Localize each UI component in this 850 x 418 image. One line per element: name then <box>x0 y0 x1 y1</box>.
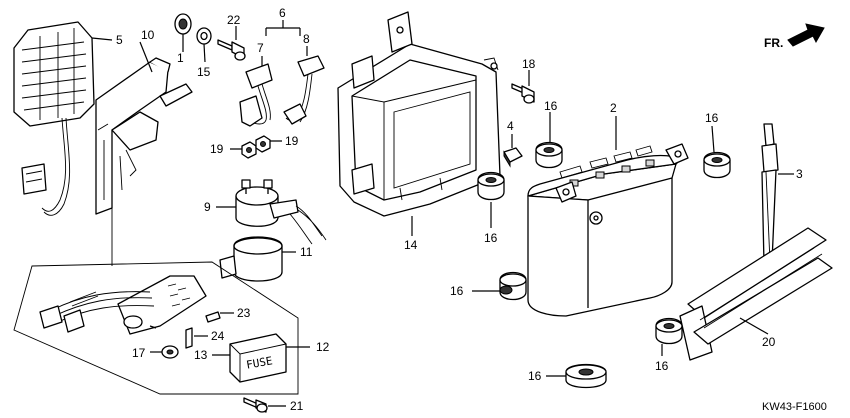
fuse-box-group <box>13 196 299 395</box>
callout-17: 17 <box>132 346 146 360</box>
callout-13: 13 <box>194 348 208 362</box>
front-direction-arrow: FR. <box>764 23 825 50</box>
callout-15: 15 <box>197 65 211 79</box>
callout-18: 18 <box>522 57 536 71</box>
cushion-4 <box>503 134 523 168</box>
grommet-16e <box>655 317 683 356</box>
callout-20: 20 <box>762 335 776 349</box>
direction-label: FR. <box>764 36 783 50</box>
grommet-16c <box>703 125 731 179</box>
callout-7: 7 <box>257 41 264 55</box>
callout-1: 1 <box>177 51 184 65</box>
grommet-16b <box>477 171 505 228</box>
nuts-19 <box>230 135 282 159</box>
battery <box>527 116 689 317</box>
callout-16c: 16 <box>705 111 719 125</box>
fuse-cover-text: FUSE <box>245 354 273 371</box>
battery-case <box>337 11 501 236</box>
starter-relay <box>216 179 327 245</box>
grommet-17 <box>150 345 179 359</box>
callout-3: 3 <box>796 167 803 181</box>
callout-11: 11 <box>300 245 313 259</box>
callout-2: 2 <box>610 101 617 115</box>
bolt-21 <box>243 397 286 413</box>
callout-24: 24 <box>211 329 225 343</box>
battery-cable-set <box>239 20 325 127</box>
callout-16a: 16 <box>544 99 558 113</box>
callout-14: 14 <box>404 238 418 252</box>
bolt-18 <box>511 70 535 104</box>
diagram-code: KW43-F1600 <box>762 401 827 413</box>
callout-16e: 16 <box>655 359 669 373</box>
callout-labels: 1 2 3 4 5 6 7 8 9 10 11 12 13 14 15 16 1… <box>116 6 803 413</box>
callout-21: 21 <box>290 399 304 413</box>
callout-12: 12 <box>316 340 330 354</box>
callout-10: 10 <box>141 28 155 42</box>
washer-15 <box>196 27 212 63</box>
relay-rubber-mount <box>219 236 296 282</box>
callout-4: 4 <box>507 119 514 133</box>
grommet-16a <box>535 112 563 169</box>
grommet-1 <box>174 13 192 52</box>
callout-22: 22 <box>227 13 241 27</box>
callout-16d: 16 <box>450 284 464 298</box>
grommet-16f <box>546 363 607 389</box>
callout-23: 23 <box>237 306 251 320</box>
fuse-23 <box>205 311 234 323</box>
callout-19a: 19 <box>210 142 224 156</box>
regulator-rectifier <box>13 21 113 216</box>
callout-8: 8 <box>303 32 310 46</box>
callout-16f: 16 <box>528 369 542 383</box>
grommet-16d <box>472 271 527 301</box>
callout-5: 5 <box>116 33 123 47</box>
fuse-24 <box>185 327 208 349</box>
callout-16b: 16 <box>484 231 498 245</box>
callout-6: 6 <box>279 6 286 20</box>
callout-9: 9 <box>204 200 211 214</box>
harness-bracket <box>95 41 193 215</box>
breather-tube <box>761 123 794 265</box>
callout-19b: 19 <box>285 134 299 148</box>
battery-strap <box>679 227 833 361</box>
fuse-box-cover: FUSE <box>212 333 310 383</box>
bolt-22 <box>217 26 246 61</box>
